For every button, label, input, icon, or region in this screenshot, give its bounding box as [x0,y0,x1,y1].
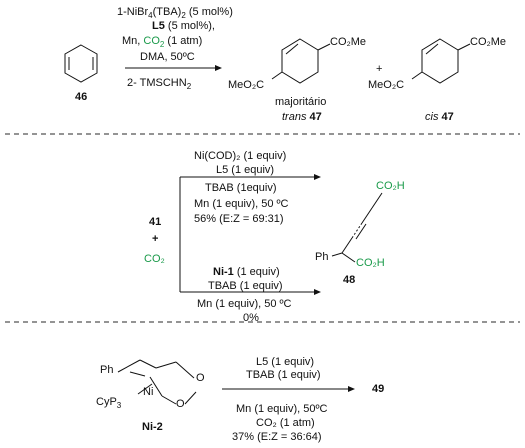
lower-condition-4: 0% [243,312,259,324]
reagent-41-label: 41 [149,216,162,228]
reaction1-condition-step2: 2- TMSCHN2 [127,77,192,91]
reaction1-condition-reductant: Mn, CO2 (1 atm) [122,35,203,49]
product-49-label: 49 [372,383,385,395]
reaction1-condition-solvent: DMA, 50ºC [140,51,195,63]
reaction3-arrowhead [348,386,355,392]
product-48-structure [331,192,383,263]
reaction1-condition-ligand: L5 (5 mol%), [152,20,215,32]
upper-condition-2: L5 (1 equiv) [216,164,275,176]
upper-condition-4: Mn (1 equiv), 50 ºC [194,198,289,210]
cis-47-structure [411,38,471,84]
trans-47-ester-bottom: MeO₂C [228,79,265,91]
upper-condition-3: TBAB (1equiv) [205,182,277,194]
reaction1-condition-catalyst: 1-NiBr4(TBA)2 (5 mol%) [117,6,233,20]
reaction1-plus: + [376,63,383,75]
trans-47-structure [271,38,331,84]
ni2-phenyl: Ph [100,364,114,376]
reaction2-plus: + [152,233,159,245]
ni2-ring-oxygen: O [176,398,185,410]
cis-47-ester-bottom: MeO₂C [368,79,405,91]
product-48-acid-top: CO₂H [376,180,405,192]
lower-condition-3: Mn (1 equiv), 50 ºC [197,298,292,310]
product-48-phenyl: Ph [315,251,329,263]
ni2-complex-structure [117,359,197,405]
trans-47-label: trans 47 [282,111,322,123]
upper-condition-1: Ni(COD)₂ (1 equiv) [194,150,287,162]
product-48-acid-bottom: CO₂H [356,257,385,269]
compound-46-label: 46 [75,91,88,103]
upper-condition-5: 56% (E:Z = 69:31) [194,213,284,225]
lower-condition-2: TBAB (1 equiv) [208,280,283,292]
upper-arrowhead [314,174,321,180]
lower-condition-1: Ni-1 (1 equiv) [213,266,280,278]
reaction1-arrowhead [215,65,222,71]
reaction3-condition-bottom-2: CO₂ (1 atm) [256,417,315,429]
lower-arrowhead [314,289,321,295]
cyclohexadiene-46-structure [64,44,98,83]
major-product-note: majoritário [275,96,327,108]
ni2-carbonyl-oxygen: O [196,372,205,384]
reagent-co2-label: CO₂ [144,253,165,265]
trans-47-ester-top: CO₂Me [330,36,367,48]
cis-47-label: cis 47 [425,111,454,123]
ni2-label: Ni-2 [142,421,163,433]
reaction3-condition-bottom-1: Mn (1 equiv), 50ºC [236,403,328,415]
product-48-label: 48 [343,274,356,286]
reaction3-condition-bottom-3: 37% (E:Z = 36:64) [232,431,322,443]
reaction3-condition-top-2: TBAB (1 equiv) [246,369,321,381]
ni2-ligand: CyP3 [96,396,122,410]
ni2-nickel-atom: Ni [143,386,154,398]
cis-47-ester-top: CO₂Me [470,36,507,48]
reaction3-condition-top-1: L5 (1 equiv) [256,356,315,368]
